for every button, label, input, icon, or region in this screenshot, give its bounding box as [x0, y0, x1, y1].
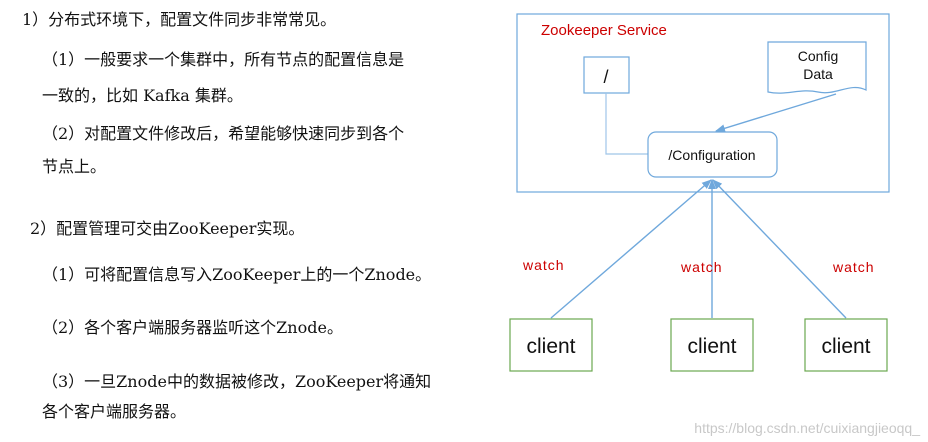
- watermark-url: https://blog.csdn.net/cuixiangjieoqq_: [694, 420, 920, 436]
- bullet-5-line2: 各个客户端服务器。: [42, 402, 187, 421]
- root-znode: [583, 56, 630, 94]
- config-data-label-line2: Data: [803, 66, 833, 82]
- bullet-3: （1）可将配置信息写入ZooKeeper上的一个Znode。: [42, 265, 432, 284]
- bullet-2-line1: （2）对配置文件修改后，希望能够快速同步到各个: [42, 124, 405, 143]
- bullet-4: （2）各个客户端服务器监听这个Znode。: [42, 318, 343, 337]
- config-data-label-line1: Config: [798, 48, 838, 64]
- client-box-middle: [670, 318, 754, 372]
- heading-distributed-sync: 1）分布式环境下，配置文件同步非常常见。: [22, 10, 337, 29]
- watch-arrow-right: [712, 179, 847, 319]
- bullet-5-line1: （3）一旦Znode中的数据被修改，ZooKeeper将通知: [42, 372, 432, 391]
- configuration-znode-label: /Configuration: [668, 147, 755, 163]
- service-title: Zookeeper Service: [541, 22, 667, 39]
- client-label-middle: client: [687, 335, 736, 358]
- bullet-2-line2: 节点上。: [42, 157, 107, 176]
- config-data-arrow: [715, 93, 837, 133]
- bullet-1-line2: 一致的，比如 Kafka 集群。: [42, 86, 243, 105]
- bullet-1-line1: （1）一般要求一个集群中，所有节点的配置信息是: [42, 50, 405, 69]
- heading-zookeeper-config: 2）配置管理可交由ZooKeeper实现。: [30, 219, 305, 238]
- client-label-left: client: [526, 335, 575, 358]
- root-znode-label: /: [603, 67, 608, 87]
- config-data-document: [767, 41, 867, 94]
- watch-label-left: watch: [522, 257, 565, 273]
- watch-label-right: watch: [832, 259, 875, 275]
- client-box-left: [509, 318, 593, 372]
- client-box-right: [804, 318, 888, 372]
- watch-arrow-left: [550, 179, 712, 319]
- configuration-znode: [647, 131, 778, 178]
- client-label-right: client: [821, 335, 870, 358]
- watch-label-middle: watch: [680, 259, 723, 275]
- root-to-config-link: [605, 93, 649, 155]
